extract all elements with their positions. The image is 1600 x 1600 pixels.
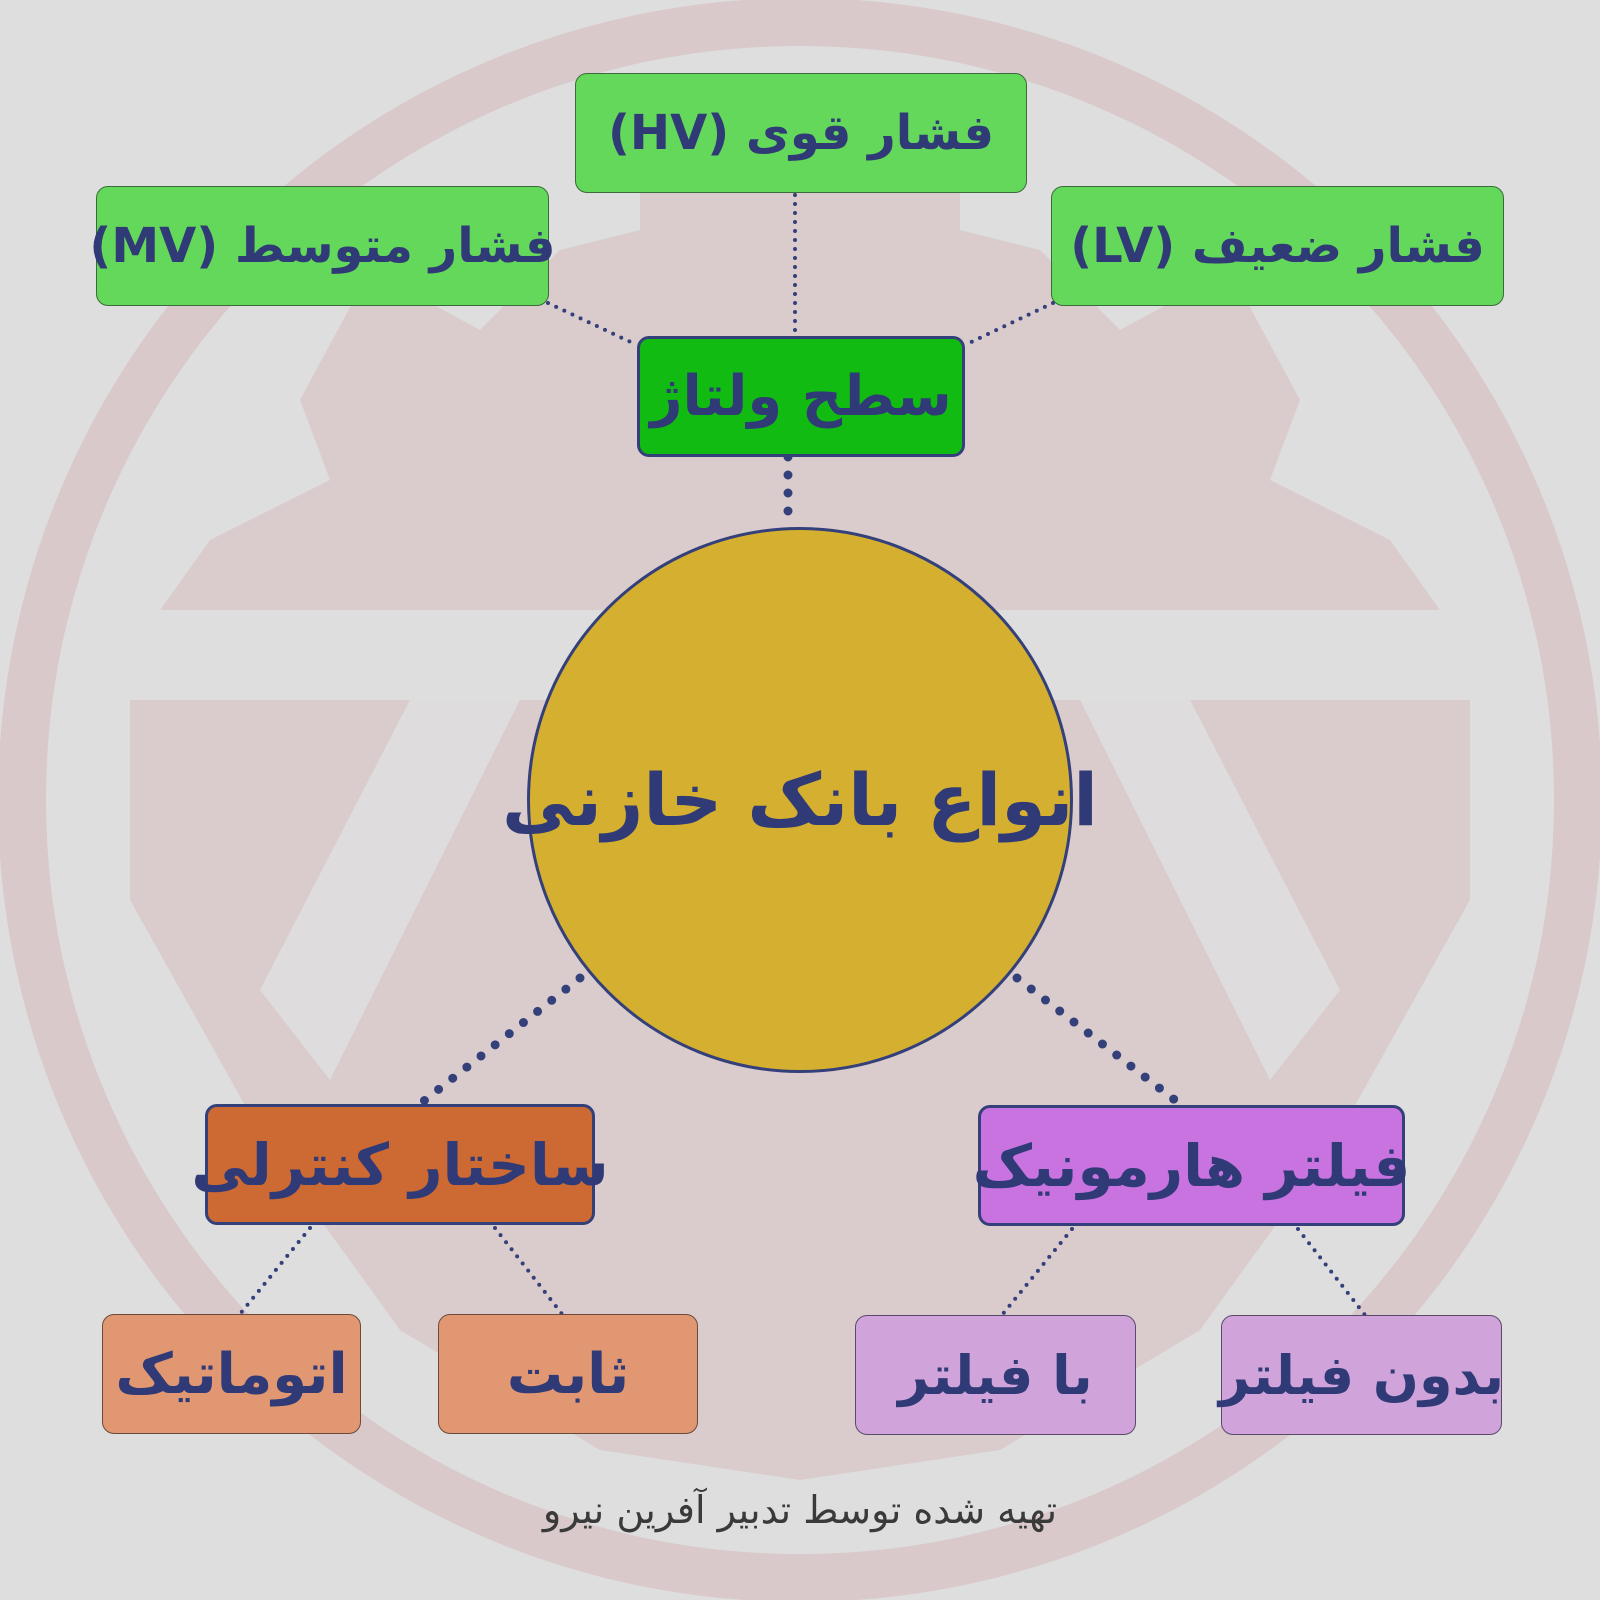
without-filter-node: بدون فیلتر (1218, 1315, 1504, 1435)
medium-voltage-label: فشار متوسط (MV) (89, 218, 556, 274)
center-node: انواع بانک خازنی (502, 527, 1098, 1073)
high-voltage-node: فشار قوی (HV) (575, 73, 1027, 193)
connector-control-fixed (493, 1226, 564, 1316)
with-filter-label: با فیلتر (898, 1343, 1093, 1407)
medium-voltage-node: فشار متوسط (MV) (89, 186, 556, 306)
voltage-level-node: سطح ولتاژ (637, 336, 965, 457)
voltage-level-label: سطح ولتاژ (650, 364, 952, 429)
low-voltage-label: فشار ضعیف (LV) (1070, 218, 1485, 274)
control-structure-node: ساختار کنترلی (191, 1104, 609, 1225)
low-voltage-node: فشار ضعیف (LV) (1051, 186, 1504, 306)
harmonic-filter-label: فیلتر هارمونیک (972, 1131, 1411, 1200)
connector-voltage-lv (963, 301, 1055, 347)
watermark-lower-band (130, 700, 1470, 1480)
footer-credit: تهیه شده توسط تدبیر آفرین نیرو (542, 1488, 1058, 1532)
automatic-label: اتوماتیک (115, 1341, 348, 1407)
connector-control-auto (238, 1226, 312, 1316)
connector-center-control (415, 973, 585, 1109)
fixed-label: ثابت (506, 1341, 630, 1407)
connector-center-harmonic (1012, 973, 1185, 1109)
connector-harmonic-nof (1296, 1227, 1367, 1317)
connector-harmonic-withf (1000, 1227, 1074, 1317)
control-structure-label: ساختار کنترلی (191, 1130, 609, 1199)
without-filter-label: بدون فیلتر (1218, 1343, 1504, 1407)
automatic-node: اتوماتیک (102, 1314, 361, 1434)
high-voltage-label: فشار قوی (HV) (607, 105, 995, 161)
with-filter-node: با فیلتر (855, 1315, 1136, 1435)
fixed-node: ثابت (438, 1314, 698, 1434)
watermark-chevron-left (260, 700, 520, 1080)
harmonic-filter-node: فیلتر هارمونیک (973, 1105, 1410, 1226)
connector-voltage-mv (546, 301, 639, 347)
watermark-chevron-right (1080, 700, 1340, 1080)
center-label: انواع بانک خازنی (502, 758, 1098, 842)
